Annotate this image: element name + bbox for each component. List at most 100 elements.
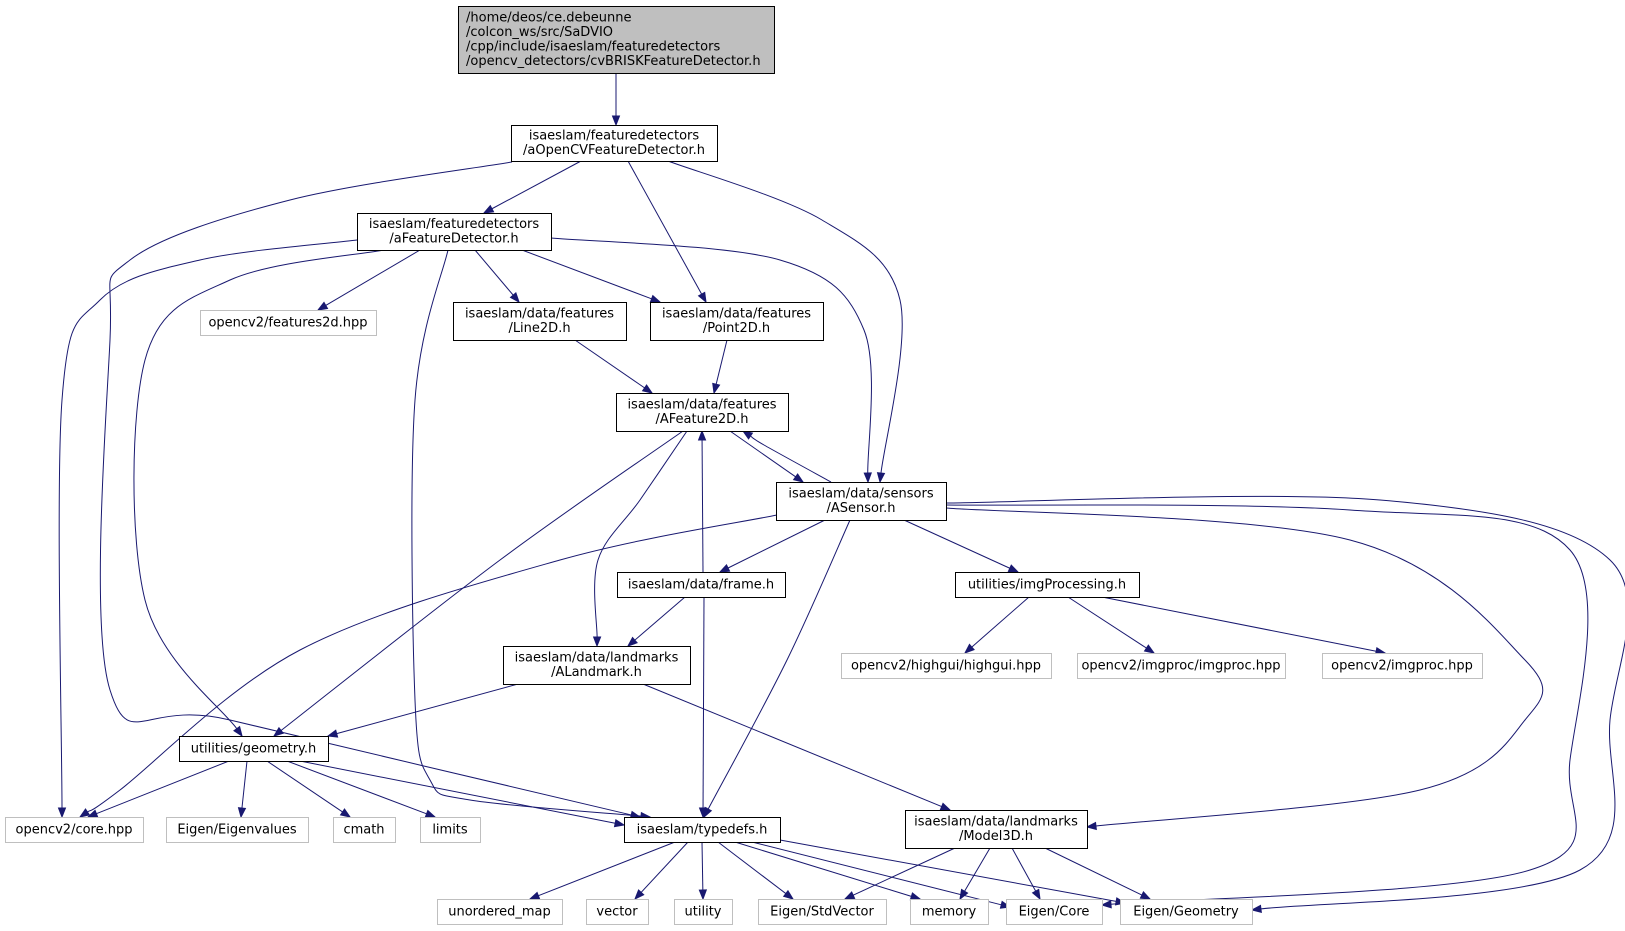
node-model3d[interactable]: isaeslam/data/landmarks/Model3D.h: [905, 810, 1088, 849]
node-box: [166, 817, 309, 843]
edge-line: [1067, 596, 1147, 649]
node-label-line: Eigen/Geometry: [1133, 904, 1239, 919]
node-label-line: /colcon_ws/src/SaDVIO: [466, 25, 613, 40]
edge-afd-to-line2d: [474, 249, 520, 304]
edge-arrowhead: [272, 726, 285, 737]
node-highgui[interactable]: opencv2/highgui/highgui.hpp: [841, 653, 1052, 679]
edge-line: [594, 430, 688, 638]
edge-arrowhead: [863, 472, 872, 484]
node-label-line: /cpp/include/isaeslam/featuredetectors: [466, 40, 720, 55]
node-label-line: isaeslam/data/landmarks: [914, 815, 1078, 830]
edge-geometry-to-typedefs: [299, 760, 626, 828]
node-label-line: isaeslam/data/landmarks: [515, 651, 679, 666]
edge-arrowhead: [528, 891, 541, 900]
edge-imgproc-to-imgproc3: [1101, 596, 1387, 656]
edge-line: [99, 161, 632, 816]
edge-afd-to-point2d: [521, 249, 662, 303]
node-imgproc2[interactable]: opencv2/imgproc/imgproc.hpp: [1077, 653, 1286, 679]
node-label-line: /Model3D.h: [959, 829, 1033, 844]
node-box: [617, 572, 786, 598]
edge-frame-to-afeat: [697, 429, 707, 573]
node-label-line: utilities/geometry.h: [191, 741, 317, 756]
edge-point2d-to-afeat: [712, 339, 728, 395]
edge-line: [717, 841, 787, 894]
node-line2d[interactable]: isaeslam/data/features/Line2D.h: [453, 302, 627, 341]
node-stdvector[interactable]: Eigen/StdVector: [758, 899, 887, 925]
edge-afeat-to-geometry: [272, 430, 684, 737]
node-label-line: isaeslam/featuredetectors: [369, 217, 540, 232]
node-label-line: /Line2D.h: [508, 321, 570, 336]
edge-typedefs-to-vector: [634, 841, 689, 901]
edge-line: [701, 841, 704, 891]
node-label-line: /ASensor.h: [826, 501, 895, 516]
edge-line: [58, 239, 358, 809]
edge-arrowhead: [712, 382, 721, 395]
edge-arrowhead: [482, 204, 495, 214]
node-point2d[interactable]: isaeslam/data/features/Point2D.h: [650, 302, 824, 341]
edge-typedefs-to-memory: [734, 841, 922, 901]
node-vector[interactable]: vector: [586, 899, 649, 925]
node-core[interactable]: opencv2/core.hpp: [5, 817, 144, 843]
edge-arrowhead: [963, 643, 975, 654]
node-box: [1322, 653, 1483, 679]
node-geometry[interactable]: utilities/geometry.h: [179, 736, 329, 762]
node-f2d[interactable]: opencv2/features2d.hpp: [200, 310, 377, 336]
node-box: [503, 646, 691, 685]
edge-arrowhead: [424, 809, 437, 818]
node-eigenvalues[interactable]: Eigen/Eigenvalues: [166, 817, 309, 843]
node-imgproc[interactable]: utilities/imgProcessing.h: [955, 572, 1140, 598]
node-imgproc3[interactable]: opencv2/imgproc.hpp: [1322, 653, 1483, 679]
node-label-line: /AFeature2D.h: [655, 412, 748, 427]
edge-typedefs-to-utility: [698, 841, 708, 901]
node-egeom[interactable]: Eigen/Geometry: [1120, 899, 1253, 925]
edge-frame-to-typedefs: [698, 596, 708, 819]
node-asensor[interactable]: isaeslam/data/sensors/ASensor.h: [776, 482, 947, 521]
edge-line: [727, 519, 826, 569]
node-label-line: /opencv_detectors/cvBRISKFeatureDetector…: [466, 54, 761, 69]
edge-arrowhead: [339, 808, 352, 818]
edge-line: [491, 160, 582, 210]
node-aocv[interactable]: isaeslam/featuredetectors/aOpenCVFeature…: [511, 125, 718, 162]
edge-line: [734, 841, 912, 897]
edge-root-to-aocv: [611, 73, 621, 127]
node-label-line: opencv2/features2d.hpp: [208, 315, 367, 330]
node-label-line: memory: [922, 904, 977, 919]
node-box: [458, 6, 775, 74]
edge-line: [750, 435, 832, 483]
node-label-line: Eigen/Core: [1019, 904, 1090, 919]
edge-line: [266, 760, 343, 813]
node-memory[interactable]: memory: [910, 899, 989, 925]
edge-arrowhead: [634, 889, 645, 901]
node-alandmark[interactable]: isaeslam/data/landmarks/ALandmark.h: [503, 646, 691, 685]
edge-typedefs-to-umap: [528, 841, 676, 900]
edge-arrowhead: [741, 430, 754, 440]
edge-line: [945, 504, 1589, 905]
node-label-line: isaeslam/data/features: [627, 398, 776, 413]
node-limits[interactable]: limits: [420, 817, 481, 843]
node-umap[interactable]: unordered_map: [437, 899, 563, 925]
node-label-line: isaeslam/featuredetectors: [529, 129, 700, 144]
node-afeat[interactable]: isaeslam/data/features/AFeature2D.h: [616, 393, 789, 432]
node-box: [179, 736, 329, 762]
node-ecore[interactable]: Eigen/Core: [1006, 899, 1103, 925]
edge-arrowhead: [1139, 891, 1152, 900]
edge-arrowhead: [698, 807, 708, 819]
edge-arrowhead: [697, 291, 707, 304]
node-cmath[interactable]: cmath: [333, 817, 396, 843]
node-frame[interactable]: isaeslam/data/frame.h: [617, 572, 786, 598]
edge-aocv-to-asensor: [667, 160, 903, 484]
node-utility[interactable]: utility: [674, 899, 733, 925]
edge-arrowhead: [86, 809, 99, 818]
node-typedefs[interactable]: isaeslam/typedefs.h: [624, 817, 781, 843]
edge-asensor-to-egeom: [945, 495, 1625, 914]
edge-arrowhead: [1100, 900, 1112, 909]
node-root[interactable]: /home/deos/ce.debeunne/colcon_ws/src/SaD…: [458, 6, 775, 74]
node-box: [511, 125, 718, 162]
edge-line: [634, 596, 686, 641]
edge-aocv-to-typedefs: [99, 161, 642, 819]
edge-line: [964, 847, 991, 892]
node-afd[interactable]: isaeslam/featuredetectors/aFeatureDetect…: [357, 213, 552, 251]
edge-line: [640, 841, 689, 893]
node-label-line: opencv2/imgproc/imgproc.hpp: [1081, 658, 1280, 673]
node-label-line: opencv2/highgui/highgui.hpp: [851, 658, 1041, 673]
